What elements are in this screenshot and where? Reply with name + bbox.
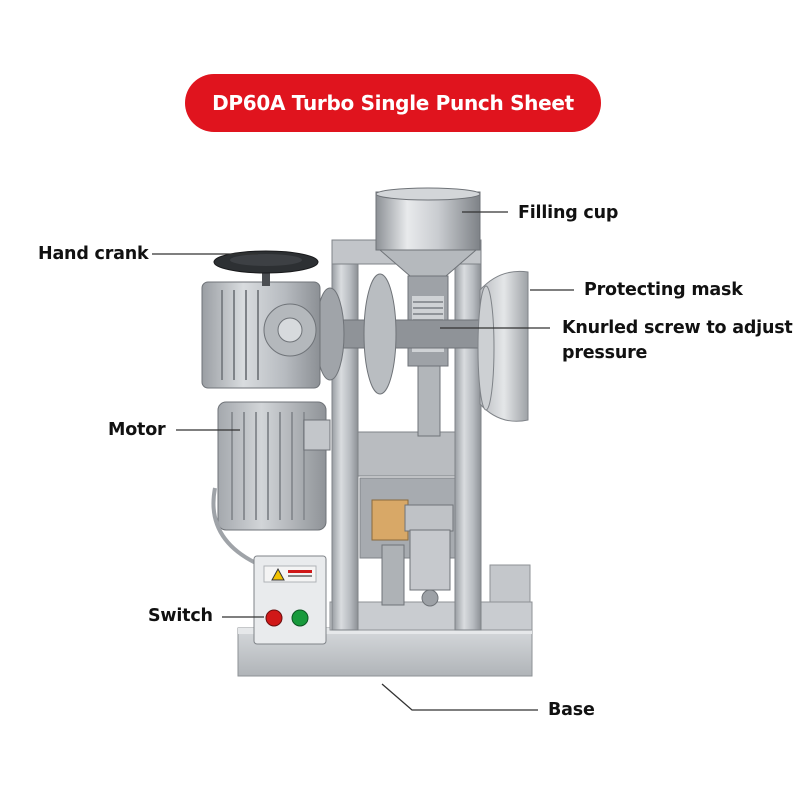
- filling-cup: [375, 187, 481, 277]
- leader-lines: [152, 211, 574, 711]
- gearbox: [201, 281, 321, 389]
- title-banner: DP60A Turbo Single Punch Sheet: [185, 74, 601, 132]
- label-hand-crank: Hand crank: [38, 244, 149, 264]
- press-frame: [331, 239, 482, 631]
- start-button-green: [291, 609, 309, 627]
- diagram-title: DP60A Turbo Single Punch Sheet: [212, 91, 574, 115]
- label-knurled-screw-line1: Knurled screw to adjust: [562, 318, 793, 338]
- motor-body: [211, 401, 331, 567]
- main-shaft: [299, 273, 501, 395]
- protecting-mask: [477, 270, 529, 422]
- label-protecting-mask: Protecting mask: [584, 280, 743, 300]
- label-base: Base: [548, 700, 595, 720]
- label-motor: Motor: [108, 420, 166, 440]
- label-switch: Switch: [148, 606, 213, 626]
- stop-button-red: [265, 609, 283, 627]
- label-knurled-screw-line2: pressure: [562, 343, 648, 363]
- switch-box: [253, 555, 327, 645]
- hand-crank-wheel: [213, 250, 319, 286]
- label-filling-cup: Filling cup: [518, 203, 619, 223]
- leader-base: [381, 683, 538, 711]
